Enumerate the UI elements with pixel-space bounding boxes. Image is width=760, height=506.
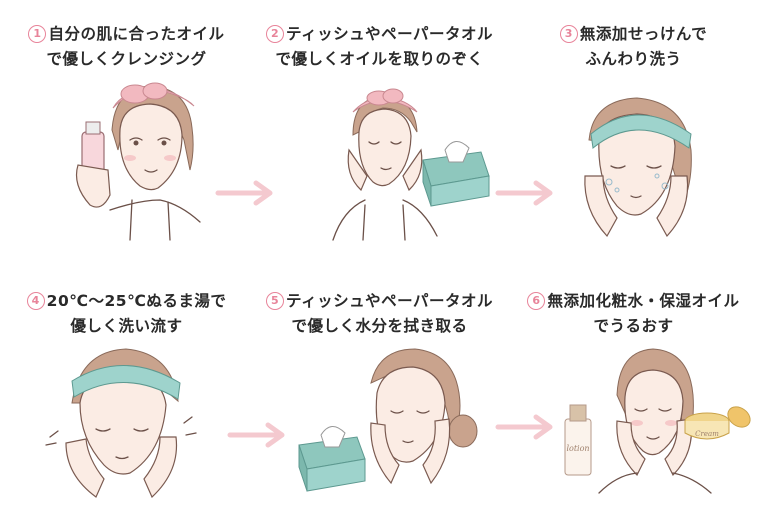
step-5-line2: で優しく水分を拭き取る: [291, 317, 468, 335]
step-2-illustration: [332, 88, 490, 241]
step-2-line1: ティッシュやペーパータオル: [286, 25, 493, 43]
step-3-line2: ふんわり洗う: [585, 50, 682, 68]
step-5-line1: ティッシュやペーパータオル: [286, 292, 493, 310]
lotion-bottle-label: lotion: [566, 444, 589, 453]
step-3-line1: 無添加せっけんで: [579, 25, 708, 43]
step-1-line2: で優しくクレンジング: [46, 50, 207, 68]
arrow-2-to-3: [495, 180, 553, 206]
arrow-5-to-6: [495, 414, 553, 440]
step-4-line1: 20℃～25℃ぬるま湯で: [46, 292, 227, 310]
step-6-line2: でうるおす: [593, 317, 674, 335]
step-5-number: 5: [266, 292, 285, 310]
step-4-line2: 優しく洗い流す: [70, 317, 183, 335]
step-6-illustration: lotion Cream: [564, 348, 751, 494]
step-4-number: 4: [26, 292, 45, 310]
step-1-illustration: [75, 82, 201, 241]
step-1-number: 1: [28, 25, 47, 43]
step-5-illustration: [298, 348, 478, 492]
step-1-line1: 自分の肌に合ったオイル: [48, 25, 225, 43]
step-2-number: 2: [266, 25, 285, 43]
step-3-illustration: [584, 97, 692, 238]
arrow-1-to-2: [215, 180, 273, 206]
arrow-4-to-5: [227, 422, 285, 448]
step-6-line1: 無添加化粧水・保湿オイル: [547, 292, 740, 310]
step-2-line2: で優しくオイルを取りのぞく: [275, 50, 484, 68]
step-3-number: 3: [559, 25, 578, 43]
cream-jar-label: Cream: [695, 430, 719, 438]
step-4-illustration: [45, 348, 197, 499]
step-6-number: 6: [527, 292, 546, 310]
